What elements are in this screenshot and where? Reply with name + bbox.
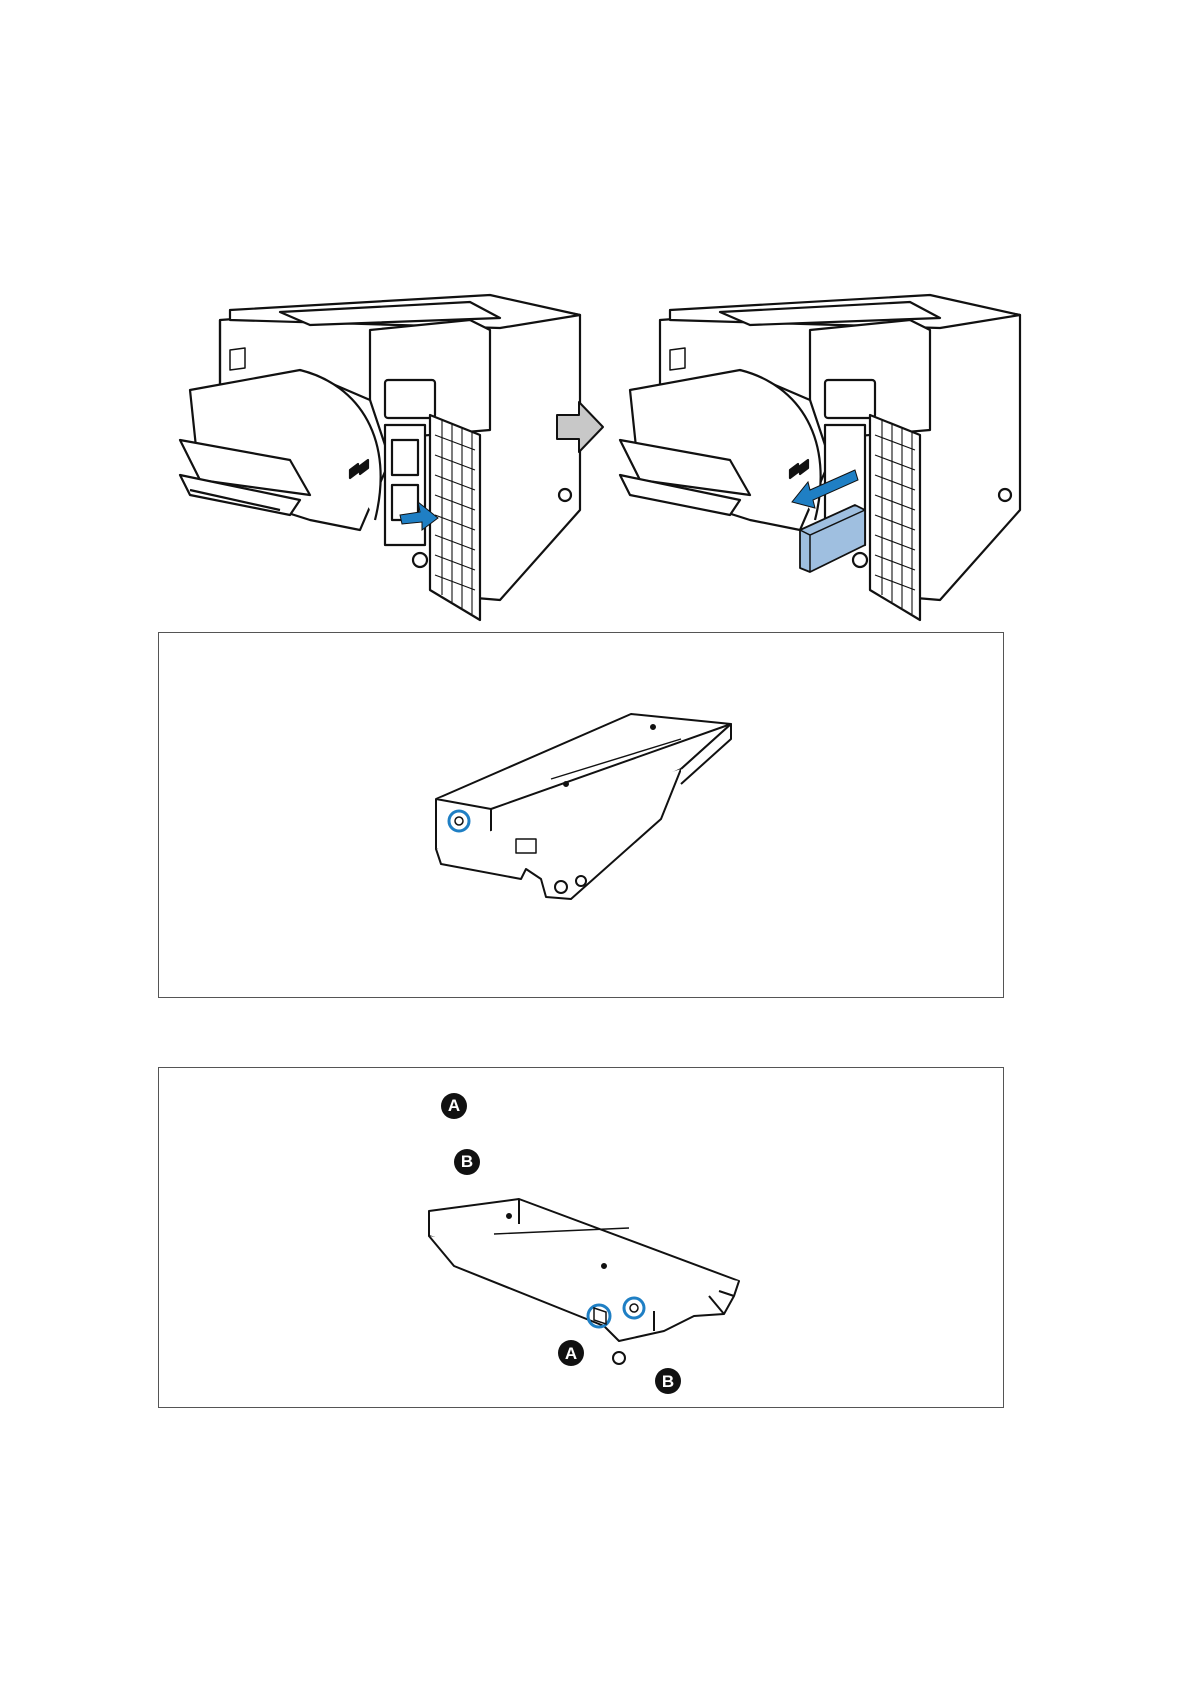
callout-b-marker: B (454, 1149, 480, 1175)
maintenance-box-panel-1 (158, 632, 1004, 998)
legend-row-a: A (441, 1093, 475, 1119)
maintenance-box-illustration (431, 709, 751, 909)
svg-text:A: A (565, 1344, 577, 1363)
maintenance-box-illustration-b (424, 1196, 764, 1396)
maintenance-box-panel-2: A B A B (158, 1067, 1004, 1408)
right-arrow-icon (555, 400, 605, 454)
printer-insert-illustration (170, 290, 600, 640)
callout-a-diagram-marker: A (557, 1339, 585, 1367)
callout-b-diagram-marker: B (654, 1367, 682, 1395)
callout-a-marker: A (441, 1093, 467, 1119)
svg-text:B: B (662, 1372, 674, 1391)
legend-row-b: B (454, 1149, 488, 1175)
printer-remove-illustration (610, 290, 1040, 640)
